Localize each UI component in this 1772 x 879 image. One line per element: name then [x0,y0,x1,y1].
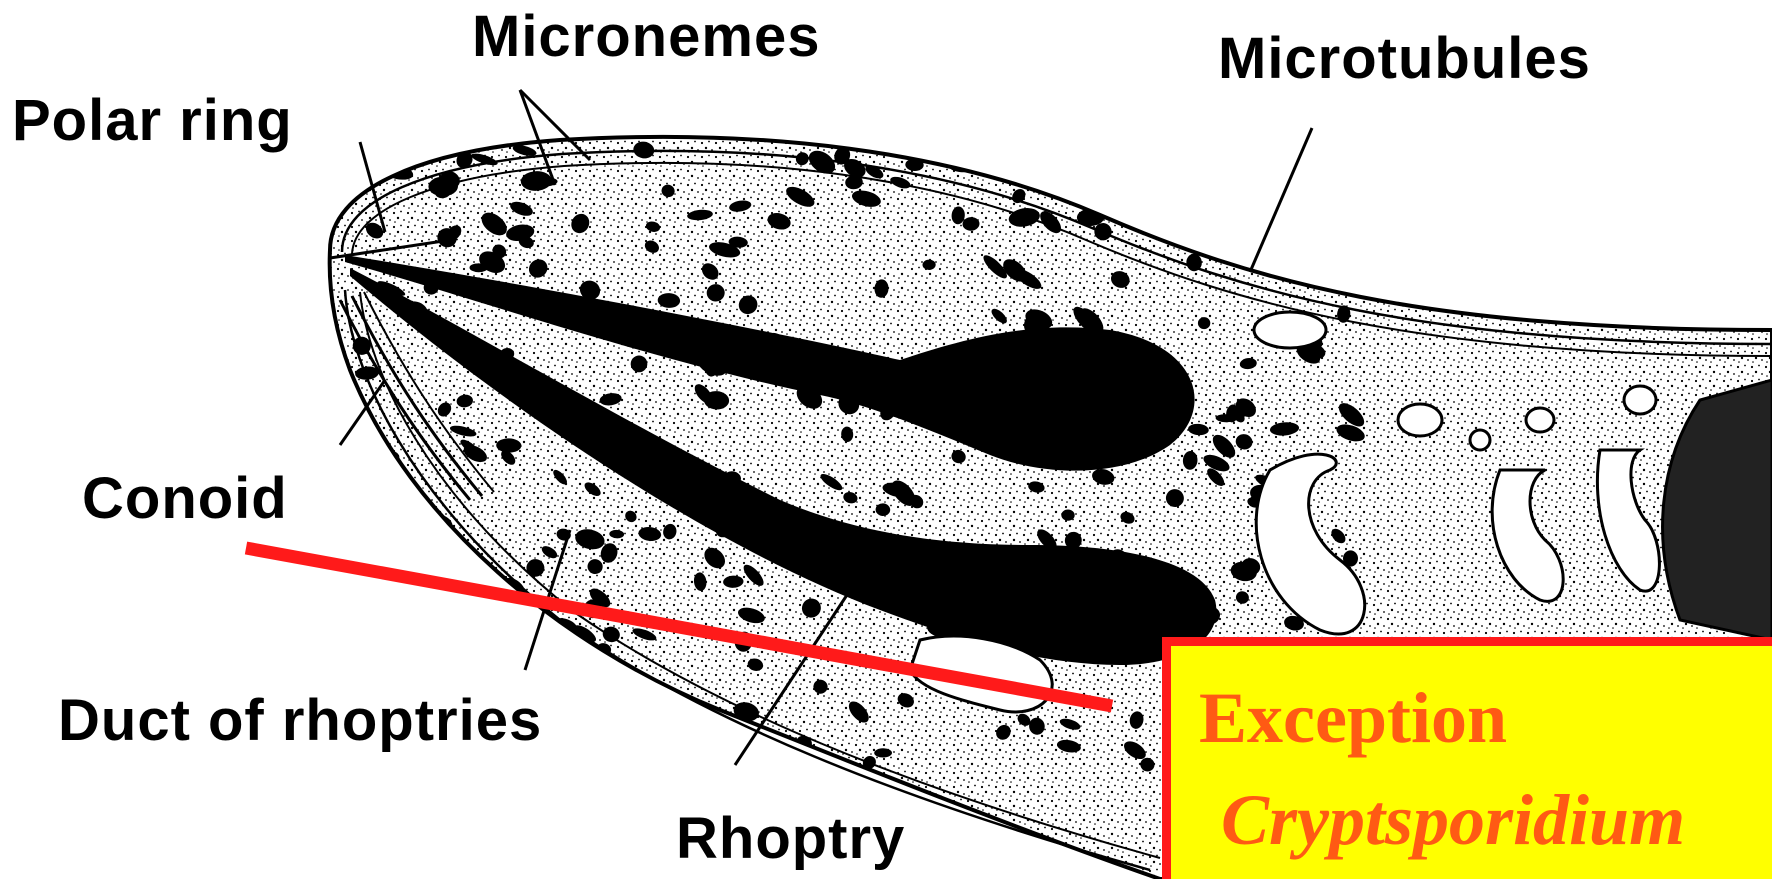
microneme-blob [646,728,672,749]
microtubules-leader [1250,128,1312,272]
microneme-blob [1058,152,1076,164]
label-rhoptry: Rhoptry [676,810,905,868]
microneme-blob [1138,146,1168,173]
microneme-blob [672,712,688,724]
microneme-blob [681,715,704,737]
microneme-blob [1351,151,1367,166]
microneme-blob [408,597,433,622]
microneme-blob [582,660,598,670]
label-micronemes: Micronemes [472,8,820,66]
label-polar-ring: Polar ring [12,92,293,150]
exception-organism: Cryptsporidium [1221,784,1685,856]
microneme-blob [1008,149,1022,161]
label-duct-of-rhoptries: Duct of rhoptries [58,692,542,750]
microneme-blob [1308,201,1336,230]
exception-title: Exception [1199,682,1507,754]
microneme-blob [443,618,475,647]
microneme-blob [490,611,510,621]
label-conoid: Conoid [82,470,288,528]
microneme-blob [1329,143,1350,164]
microneme-blob [1291,237,1310,250]
microneme-blob [366,474,395,493]
microneme-blob [532,660,555,682]
microneme-blob [620,737,643,753]
microneme-blob [394,616,418,634]
exception-callout: Exception Cryptsporidium [1162,637,1772,879]
label-microtubules: Microtubules [1218,30,1591,88]
microneme-blob [469,634,500,650]
microneme-blob [1315,147,1337,163]
microneme-blob [1271,245,1290,263]
microneme-blob [1167,211,1187,227]
microneme-blob [1262,213,1290,232]
microneme-blob [1293,201,1312,210]
microneme-blob [638,732,666,745]
microneme-blob [353,440,373,456]
